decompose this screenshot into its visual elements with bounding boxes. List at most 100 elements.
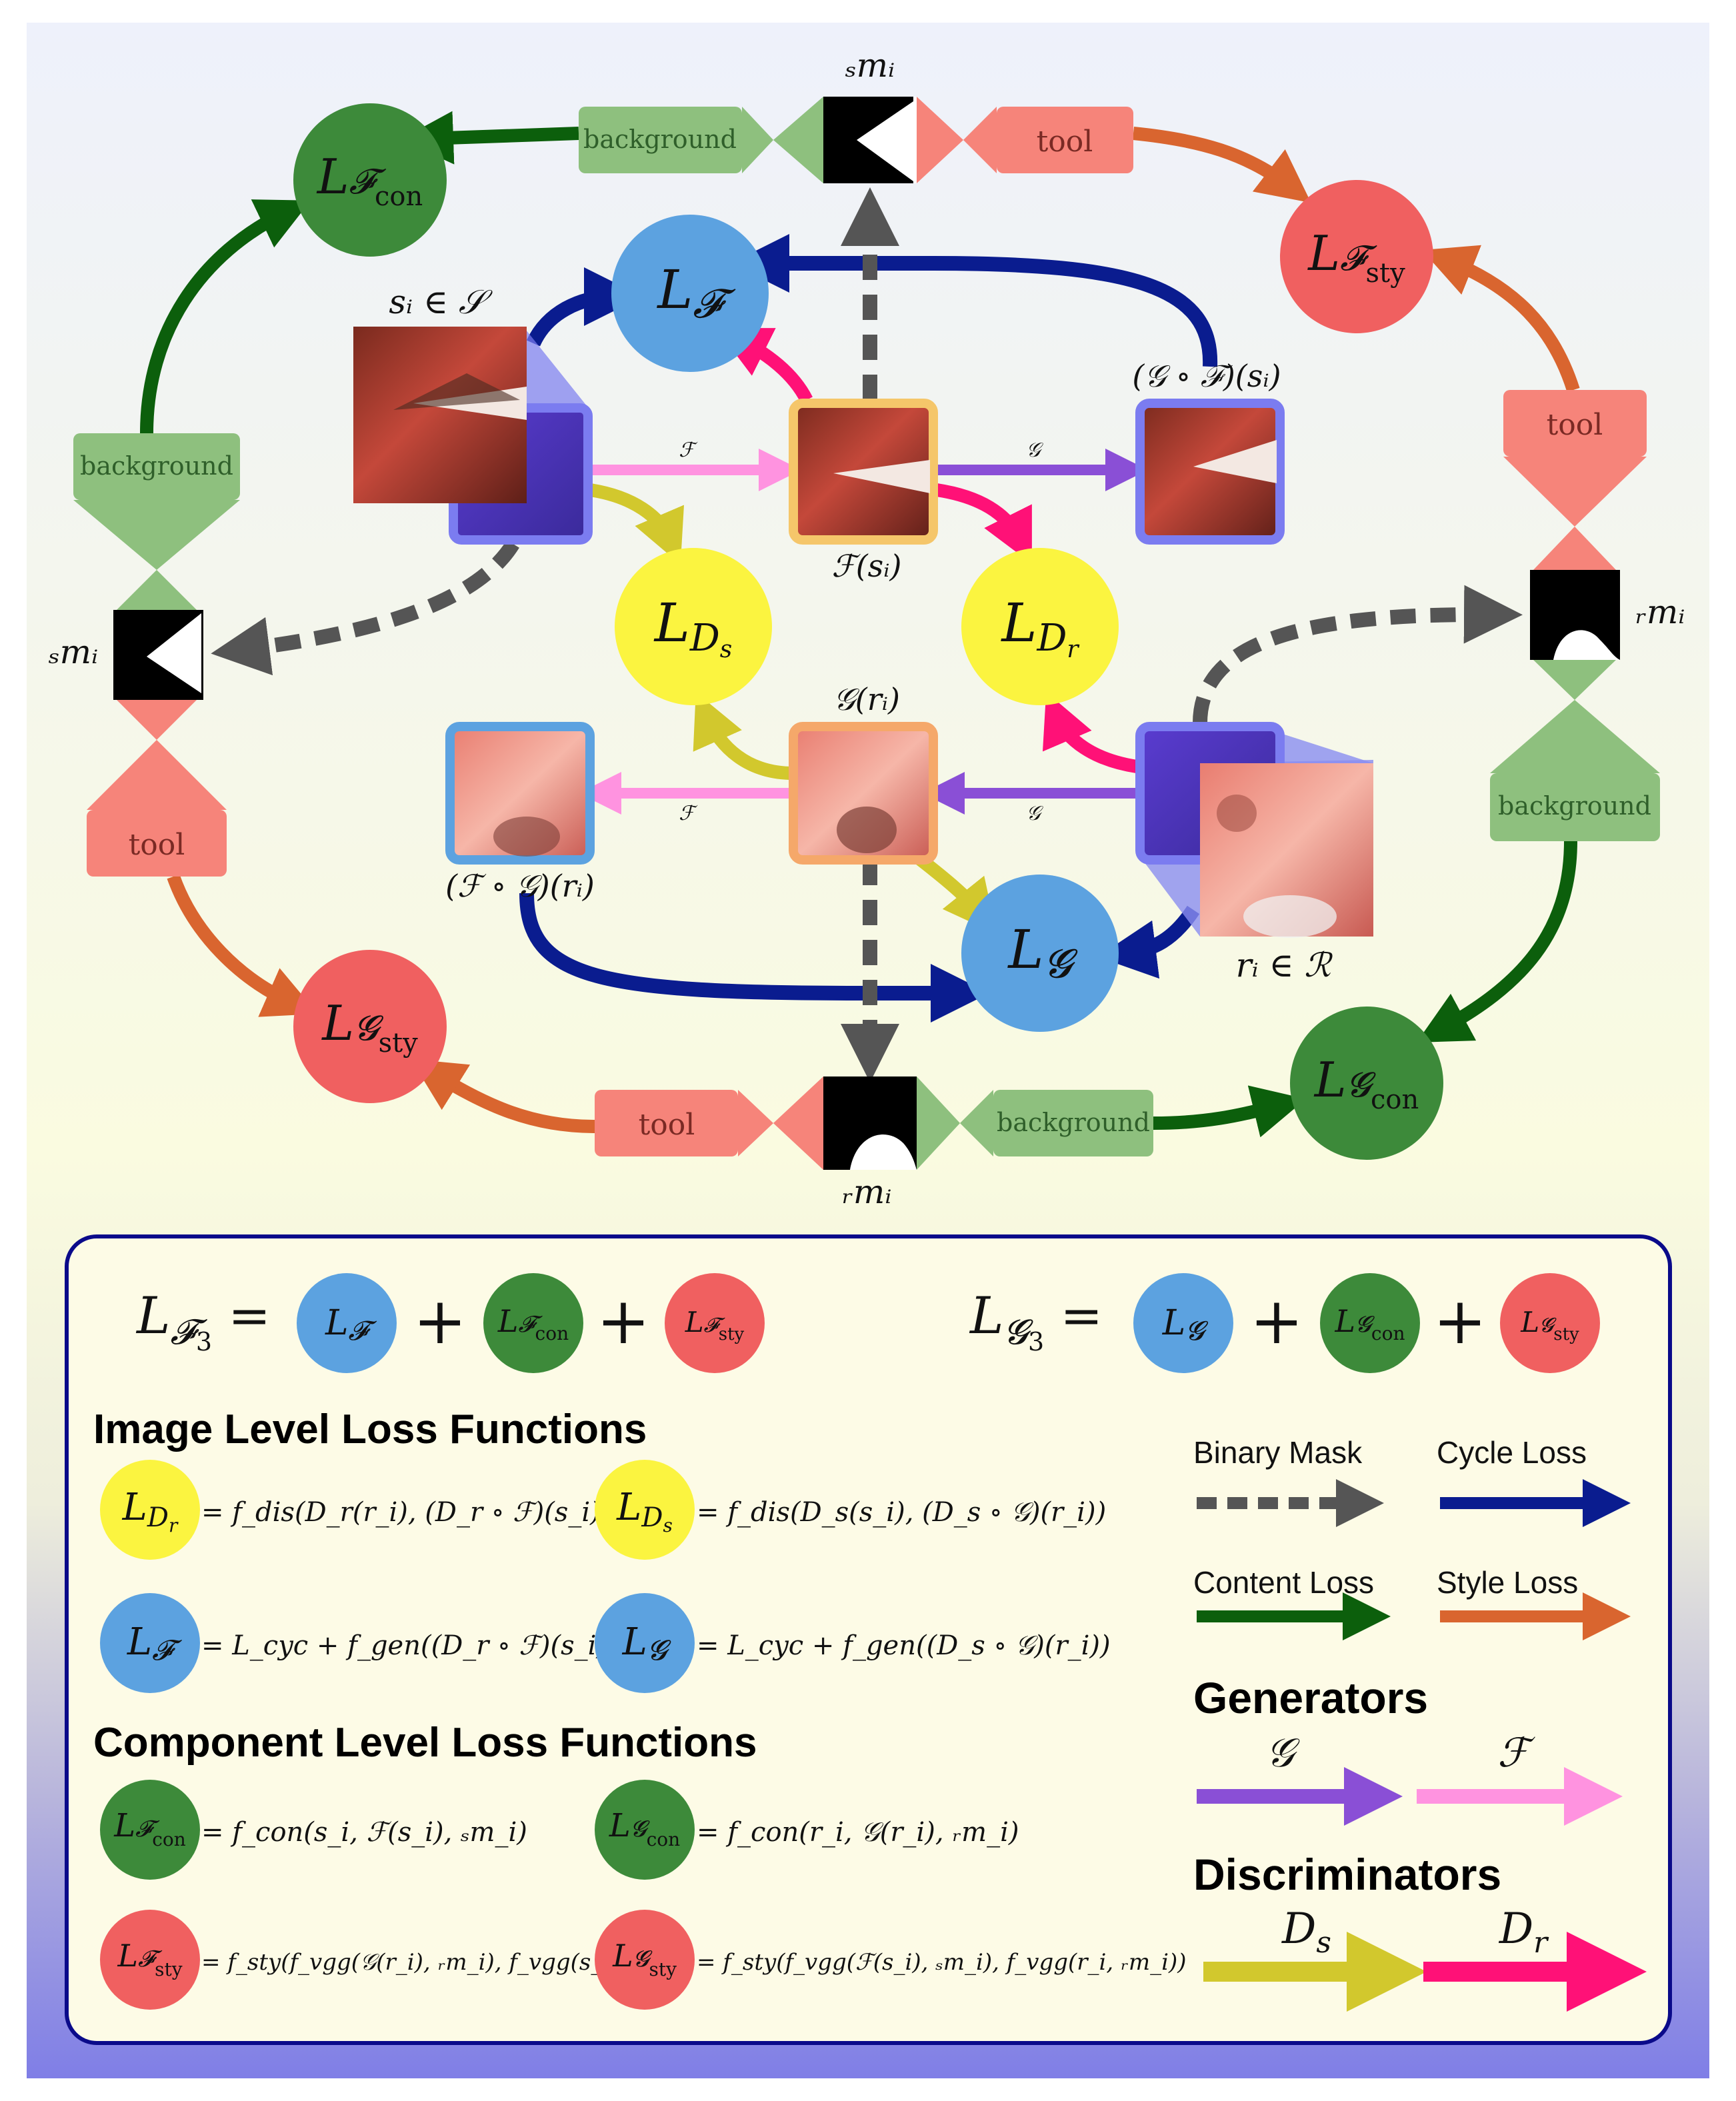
eq-g3-lgsty-label: L𝓖sty: [1520, 1306, 1579, 1344]
cycle-arrow-fg: [519, 893, 989, 1023]
cycle-arrow-source: [526, 267, 643, 347]
key-discriminators-title: Discriminators: [1193, 1850, 1501, 1899]
box-tool-top-label: tool: [1037, 125, 1093, 159]
box-tool-left-label: tool: [129, 828, 185, 862]
formula-lgsty: = f_sty(f_vgg(ℱ(s_i), ₛm_i), f_vgg(r_i, …: [697, 1949, 1186, 1976]
tri-left-bg-b: [117, 570, 197, 610]
box-background-right: [1490, 773, 1660, 841]
label-lgcon: L𝓖con: [1313, 1052, 1419, 1115]
eq-g3-lgsty: [1500, 1273, 1600, 1373]
label-lfcon: L𝓕con: [316, 149, 423, 212]
label-r-i: rᵢ ∈ ℛ: [1236, 946, 1333, 985]
formula-lf-circle-label: L𝓕: [127, 1620, 182, 1666]
cycle-arrow-real: [1097, 905, 1200, 979]
image-level-title: Image Level Loss Functions: [93, 1406, 647, 1452]
component-level-formulas: L𝓕con = f_con(s_i, ℱ(s_i), ₛm_i) L𝓖con =…: [100, 1780, 1186, 2010]
box-background-right-label: background: [1498, 791, 1651, 821]
box-background-top-label: background: [583, 125, 737, 154]
mask-arrow-right: [1193, 585, 1523, 724]
label-ldr: LDr: [1000, 592, 1079, 663]
label-lds: LDs: [653, 592, 733, 663]
image-level-formulas: LDr = f_dis(D_r(r_i), (D_r ∘ ℱ)(s_i)) LD…: [100, 1460, 1111, 1693]
circle-lfsty: [1280, 180, 1433, 333]
disc-ds-arrow-top: [589, 483, 684, 565]
formula-lg-circle: [595, 1593, 695, 1693]
content-arrow-left-up: [140, 199, 311, 434]
formula-ldr-circle: [100, 1460, 200, 1560]
box-tool-bottom: [595, 1090, 738, 1156]
box-background-bottom: [993, 1090, 1153, 1156]
binary-masks: [113, 97, 1620, 1170]
eq-f3-lfsty-label: L𝓕sty: [685, 1306, 745, 1344]
cycle-arrow-gf: [731, 234, 1218, 367]
tri-left-tool-a: [117, 700, 197, 740]
key-style-loss-label: Style Loss: [1437, 1565, 1578, 1600]
box-background-left: [73, 433, 240, 500]
eq-f3-lfcon: [483, 1273, 583, 1373]
label-lgsty: L𝓖sty: [321, 995, 418, 1058]
source-image-stack: [353, 327, 593, 545]
real-image-stack: [1135, 722, 1373, 938]
tri-right-bg-b: [1490, 700, 1660, 773]
component-boxes: background tool tool background backgrou…: [73, 97, 1660, 1170]
tile-g-ri: [789, 722, 938, 865]
key-cycle-loss-label: Cycle Loss: [1437, 1435, 1587, 1470]
formula-lfcon: = f_con(s_i, ℱ(s_i), ₛm_i): [201, 1817, 527, 1848]
key-binary-mask-label: Binary Mask: [1193, 1435, 1363, 1470]
formula-lds: = f_dis(D_s(s_i), (D_s ∘ 𝒢)(r_i)): [697, 1497, 1106, 1528]
circle-lf: [611, 215, 769, 372]
eq-f3-plus1: +: [413, 1284, 467, 1358]
box-background-left-label: background: [80, 451, 233, 481]
label-g-ri: 𝒢(rᵢ): [833, 681, 900, 717]
circle-lgcon: [1290, 1007, 1443, 1160]
label-f-si: ℱ(sᵢ): [832, 548, 902, 584]
tri-top-tool-b: [963, 107, 997, 173]
style-arrow-top-right: [1133, 127, 1311, 203]
eq-f3-lfcon-label: L𝓕con: [497, 1303, 569, 1344]
formula-lg: = L_cyc + f_gen((D_s ∘ 𝒢)(r_i)): [697, 1630, 1111, 1661]
mask-arrow-left: [211, 505, 534, 676]
eq-g3-plus1: +: [1250, 1284, 1303, 1358]
circle-lgsty: [293, 950, 447, 1103]
label-rm-right: ᵣmᵢ: [1635, 593, 1685, 631]
tri-bot-tool-b: [773, 1076, 823, 1170]
key-disc-ds-symbol: Ds: [1281, 1904, 1331, 1960]
eq-g3-plus2: +: [1433, 1284, 1487, 1358]
box-background-top: [579, 107, 742, 173]
label-gf-si: (𝒢 ∘ ℱ)(sᵢ): [1132, 358, 1281, 394]
mask-right: [1530, 570, 1620, 660]
disc-dr-arrow-top: [935, 483, 1032, 564]
style-arrow-left-down: [167, 874, 318, 1017]
tri-bot-bg-b: [960, 1090, 993, 1156]
eq-f3-lf: [297, 1273, 397, 1373]
legend-equations: L𝓕3 = L𝓕 + L𝓕con + L𝓕sty L𝓖3 = L𝓖 + L𝓖co…: [135, 1273, 1600, 1373]
component-level-title: Component Level Loss Functions: [93, 1720, 757, 1766]
tri-bot-tool-a: [738, 1090, 773, 1156]
key-disc-dr-symbol: Dr: [1499, 1904, 1549, 1960]
tile-f-si: [789, 399, 938, 545]
label-fg-ri: (ℱ ∘ 𝒢)(rᵢ): [445, 868, 595, 904]
key-generators-title: Generators: [1193, 1673, 1428, 1722]
box-tool-bottom-label: tool: [639, 1108, 695, 1142]
formula-lgcon-circle-label: L𝓖con: [609, 1807, 680, 1850]
label-s-i: sᵢ ∈ 𝒮: [389, 283, 493, 321]
formula-lgsty-circle: [595, 1910, 695, 2010]
formula-lfsty-circle: [100, 1910, 200, 2010]
formula-lds-circle: [595, 1460, 695, 1560]
diagram-labels: sᵢ ∈ 𝒮 rᵢ ∈ ℛ ℱ(sᵢ) 𝒢(rᵢ) (𝒢 ∘ ℱ)(sᵢ) (ℱ…: [49, 46, 1685, 1211]
tri-top-tool-a: [917, 97, 963, 183]
eq-g3-lg: [1133, 1273, 1233, 1373]
image-tiles: [353, 327, 1373, 938]
tri-right-tool-b: [1533, 527, 1616, 570]
tri-right-bg-a: [1533, 660, 1616, 700]
tri-left-bg-a: [73, 500, 240, 570]
eq-f3-label: L𝓕3 =: [135, 1286, 271, 1356]
formula-ldr: = f_dis(D_r(r_i), (D_r ∘ ℱ)(s_i)): [201, 1497, 611, 1528]
tri-top-bg-b: [773, 97, 823, 183]
label-sm-top: ₛmᵢ: [845, 46, 895, 85]
disc-ds-arrow-bottom: [693, 692, 794, 780]
formula-lf: = L_cyc + f_gen((D_r ∘ ℱ)(s_i)): [201, 1630, 617, 1661]
mask-left: [113, 610, 203, 700]
formula-lfsty-circle-label: L𝓕sty: [117, 1938, 182, 1980]
